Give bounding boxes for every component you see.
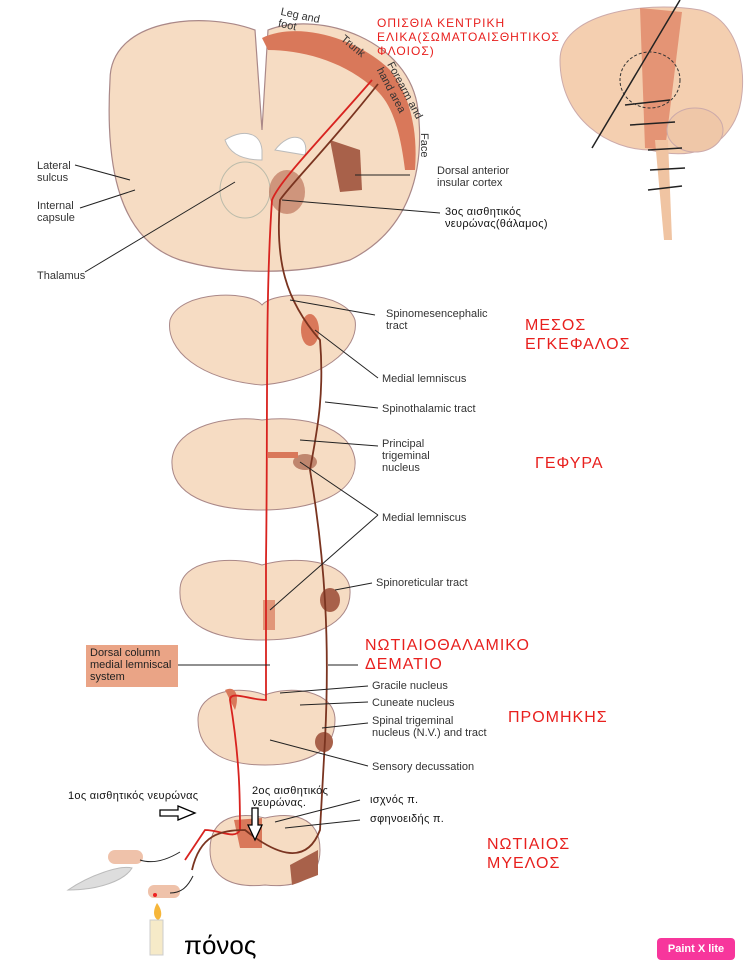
somatosensory-cortex-annotation: ΟΠΙΣΘΙΑ ΚΕΝΤΡΙΚΗ ΕΛΙΚΑ(ΣΩΜΑΤΟΑΙΣΘΗΤΙΚΟΣ … (377, 16, 560, 58)
cuneate-label: Cuneate nucleus (372, 697, 455, 709)
dorsal-insular-label: Dorsal anterior insular cortex (437, 165, 510, 189)
spinal-trigeminal-label: Spinal trigeminal nucleus (N.V.) and tra… (372, 715, 487, 739)
spinoreticular-label: Spinoreticular tract (376, 577, 468, 589)
midbrain-annotation: ΜΕΣΟΣ ΕΓΚΕΦΑΛΟΣ (525, 317, 631, 353)
dcml-label: Dorsal column medial lemniscal system (86, 645, 178, 687)
third-neuron-annotation: 3ος αισθητικός νευρώνας(θάλαμος) (445, 206, 548, 230)
spinothalamic-bundle-annotation: ΝΩΤΙΑΙΟΘΑΛΑΜΙΚΟ ΔΕΜΑΤΙΟ (365, 637, 530, 673)
leader-lines (74, 164, 441, 829)
gracile-fasciculus-annotation: ισχνός π. (370, 794, 419, 806)
pons-section (171, 418, 356, 511)
face-label: Face (418, 133, 430, 158)
first-neuron-annotation: 1ος αισθητικός νευρώνας (68, 790, 199, 802)
medial-lemniscus-label-2: Medial lemniscus (382, 512, 467, 524)
spinothalamic-label: Spinothalamic tract (382, 403, 476, 415)
candle (149, 903, 164, 956)
internal-capsule-label: Internal capsule (37, 200, 75, 224)
gracile-label: Gracile nucleus (372, 680, 448, 692)
medulla-upper-section (179, 559, 351, 641)
second-neuron-arrow (246, 807, 264, 842)
spinothalamic-tract (191, 83, 379, 871)
coronal-section (108, 20, 421, 272)
lateral-sulcus-label: Lateral sulcus (37, 160, 71, 184)
feather (66, 866, 133, 891)
spinal-cord-annotation: ΝΩΤΙΑΙΟΣ ΜΥΕΛΟΣ (487, 836, 571, 872)
pain-annotation: πόνος (184, 930, 257, 960)
sensory-decussation-label: Sensory decussation (372, 761, 475, 773)
lateral-brain (559, 0, 744, 240)
thalamus-label: Thalamus (37, 270, 86, 282)
medial-lemniscus-label-1: Medial lemniscus (382, 373, 467, 385)
second-neuron-annotation: 2ος αισθητικός νευρώνας. (252, 785, 329, 809)
watermark-logo: Paint X lite (657, 938, 735, 960)
first-neuron-arrow (159, 805, 197, 821)
finger-pain (148, 875, 194, 898)
spinomesencephalic-label: Spinomesencephalic tract (386, 308, 488, 332)
medulla-annotation: ΠΡΟΜΗΚΗΣ (508, 709, 608, 726)
cuneate-fasciculus-annotation: σφηνοειδής π. (370, 813, 445, 825)
pons-annotation: ΓΕΦΥΡΑ (535, 455, 604, 472)
finger-touch (108, 850, 181, 864)
principal-trigeminal-label: Principal trigeminal nucleus (382, 438, 430, 474)
